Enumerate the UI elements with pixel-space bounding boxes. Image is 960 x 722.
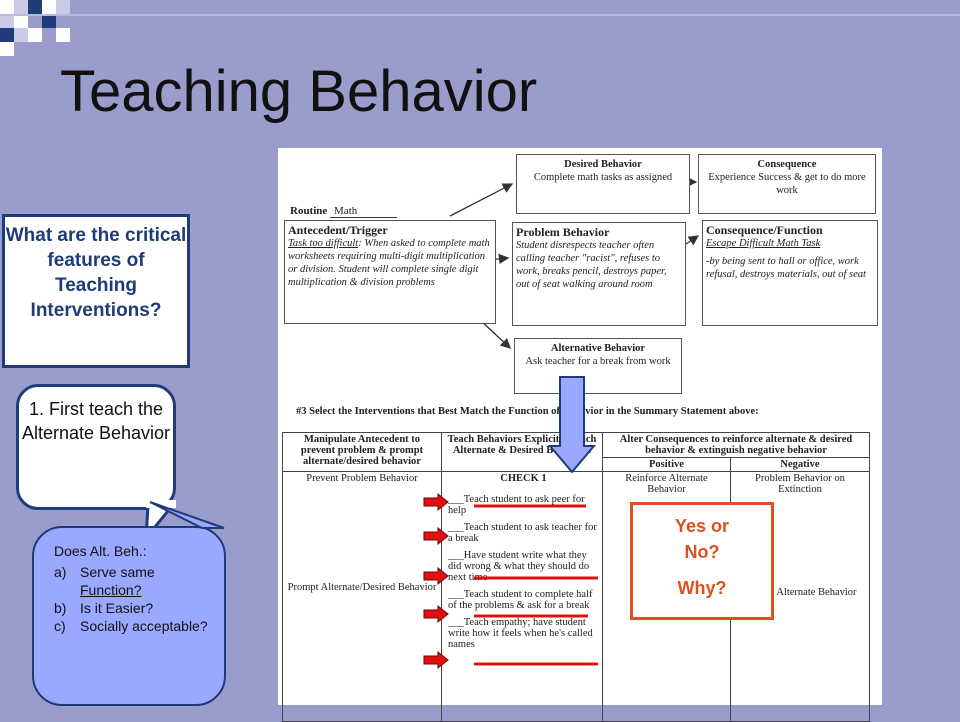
section-heading: #3 Select the Interventions that Best Ma… (296, 406, 759, 417)
consequence-title: Consequence (757, 159, 817, 170)
function-box: Consequence/Function Escape Difficult Ma… (702, 220, 878, 326)
checklist-item: ___Teach student to ask teacher for a br… (448, 522, 597, 544)
criteria-heading: Does Alt. Beh.: (54, 543, 147, 559)
criteria-item: c) Socially acceptable? (54, 618, 208, 634)
checklist-item: ___Teach student to complete half of the… (448, 589, 593, 611)
problem-text: Student disrespects teacher often callin… (516, 240, 667, 290)
red-arrows (423, 492, 598, 670)
col-alter: Alter Consequences to reinforce alternat… (602, 432, 870, 458)
function-title: Consequence/Function (706, 223, 823, 237)
question-box: What are the critical features of Teachi… (2, 214, 190, 368)
red-arrow-icon (423, 650, 449, 670)
criteria-item: b) Is it Easier? (54, 600, 154, 616)
slide-title: Teaching Behavior (60, 59, 538, 124)
top-rule (0, 14, 960, 16)
antecedent-title: Antecedent/Trigger (288, 223, 388, 237)
desired-text: Complete math tasks as assigned (533, 172, 673, 183)
yes-no-line1: Yes or (674, 516, 730, 536)
col-negative: Negative (729, 457, 871, 472)
desired-behavior-box: Desired Behavior Complete math tasks as … (516, 154, 690, 214)
alternative-title: Alternative Behavior (550, 343, 646, 354)
consequence-box: Consequence Experience Success & get to … (698, 154, 876, 214)
row-reinforce: Reinforce Alternate Behavior (625, 473, 708, 495)
yes-no-line2: No? (684, 542, 720, 562)
down-arrow-icon (548, 376, 596, 474)
col-positive: Positive (602, 457, 731, 472)
checklist-item: ___Have student write what they did wron… (448, 550, 590, 583)
checklist-item: ___Teach student to ask peer for help (448, 494, 585, 516)
cell-prevent: Prevent Problem Behavior Prompt Alternat… (282, 471, 442, 722)
routine-value: Math (330, 205, 398, 218)
checklist-item: ___Teach empathy; have student write how… (448, 617, 593, 650)
bubble2-tail (149, 501, 225, 529)
antecedent-text: : When asked to complete math worksheets… (288, 238, 490, 288)
consequence-text: Experience Success & get to do more work (708, 172, 866, 196)
row-prevent: Prevent Problem Behavior (306, 473, 418, 484)
routine-label: Routine (290, 205, 328, 217)
red-arrow-icon (423, 526, 449, 546)
yes-no-why: Why? (677, 578, 727, 598)
antecedent-box: Antecedent/Trigger Task too difficult: W… (284, 220, 496, 324)
criteria-bubble: Does Alt. Beh.: a) Serve same Function? … (32, 526, 226, 706)
function-lead: Escape Difficult Math Task (706, 238, 821, 249)
yes-no-box: Yes or No? Why? (630, 502, 774, 620)
function-text: -by being sent to hall or office, work r… (706, 256, 866, 280)
first-teach-bubble: 1. First teach the Alternate Behavior (16, 384, 176, 510)
red-arrow-icon (423, 566, 449, 586)
cell-teach: CHECK 1 ___Teach student to ask peer for… (441, 471, 603, 722)
alternative-text: Ask teacher for a break from work (525, 356, 671, 367)
row-prompt-right: Prompt Alternate Behavior (743, 587, 857, 598)
antecedent-lead: Task too difficult (288, 238, 359, 249)
red-arrow-icon (423, 604, 449, 624)
col-manipulate: Manipulate Antecedent to prevent problem… (282, 432, 442, 472)
routine-line: Routine Math (290, 205, 398, 218)
desired-title: Desired Behavior (564, 159, 642, 170)
criteria-item: a) Serve same Function? (54, 564, 155, 598)
alternative-behavior-box: Alternative Behavior Ask teacher for a b… (514, 338, 682, 394)
red-arrow-icon (423, 492, 449, 512)
row-extinction: Problem Behavior on Extinction (755, 473, 845, 495)
row-check: CHECK 1 (500, 473, 547, 484)
problem-behavior-box: Problem Behavior Student disrespects tea… (512, 222, 686, 326)
problem-title: Problem Behavior (516, 225, 610, 239)
row-prompt: Prompt Alternate/Desired Behavior (287, 582, 437, 593)
